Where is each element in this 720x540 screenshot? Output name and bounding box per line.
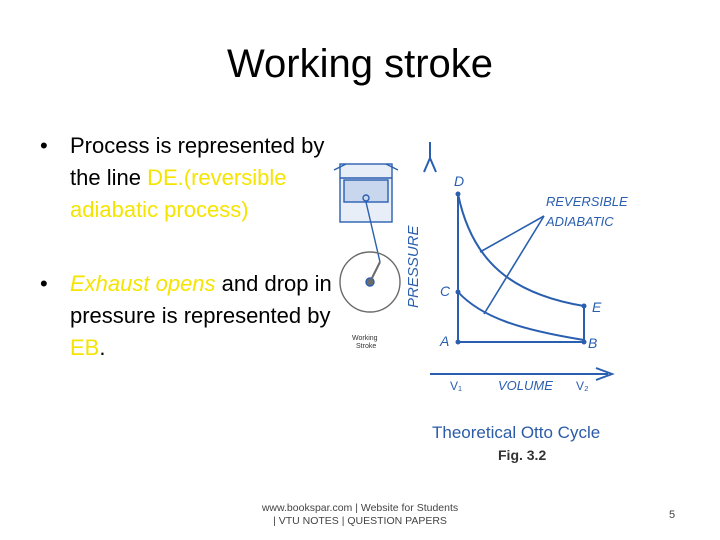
adiabatic-label: ADIABATIC	[545, 214, 614, 229]
stroke-label: Stroke	[356, 343, 376, 350]
figure-caption: Theoretical Otto Cycle	[432, 423, 600, 442]
engine-sketch-icon	[333, 163, 401, 313]
footer-line-2: | VTU NOTES | QUESTION PAPERS	[273, 515, 447, 527]
annotation-arrows	[479, 215, 545, 315]
bullet2-text: and drop in pressure is represented by	[70, 271, 332, 328]
volume-axis-label: VOLUME	[498, 378, 553, 393]
working-label: Working	[352, 335, 378, 342]
reversible-label: REVERSIBLE	[546, 194, 628, 209]
bullet-exhaust: Exhaust opens and drop in pressure is re…	[40, 268, 340, 364]
bullet-list: Process is represented by the line DE.(r…	[40, 130, 340, 364]
bullet2-highlight-eb: EB	[70, 335, 100, 360]
bullet2-highlight-exhaust: Exhaust opens	[70, 271, 216, 296]
pressure-axis-label: PRESSURE	[405, 224, 422, 308]
slide-title: Working stroke	[226, 42, 493, 86]
figure-number: Fig. 3.2	[498, 447, 546, 463]
otto-cycle-figure: Working Stroke PRESSURE VOLUME V₁ V₂ D C…	[333, 142, 628, 463]
bullet2-period: .	[99, 335, 106, 360]
point-e-label: E	[592, 299, 602, 315]
bullet-working-stroke: Process is represented by the line DE.(r…	[40, 130, 340, 226]
otto-cycle-curves	[457, 193, 585, 343]
footer: www.bookspar.com | Website for Students …	[240, 502, 480, 528]
v1-label: V₁	[450, 379, 462, 393]
bullet1-text: Process is represented by the line	[70, 133, 325, 190]
pv-axes	[423, 142, 615, 381]
bullet1-highlight-adiabatic: (reversible adiabatic process)	[70, 165, 287, 222]
point-b-label: B	[588, 335, 597, 351]
bullet1-highlight-de: DE.	[147, 165, 184, 190]
v2-label: V₂	[576, 379, 589, 393]
point-a-label: A	[439, 333, 449, 349]
footer-line-1: www.bookspar.com | Website for Students	[261, 502, 459, 514]
point-d-label: D	[454, 173, 464, 189]
page-number: 5	[668, 509, 676, 521]
point-c-label: C	[440, 283, 451, 299]
